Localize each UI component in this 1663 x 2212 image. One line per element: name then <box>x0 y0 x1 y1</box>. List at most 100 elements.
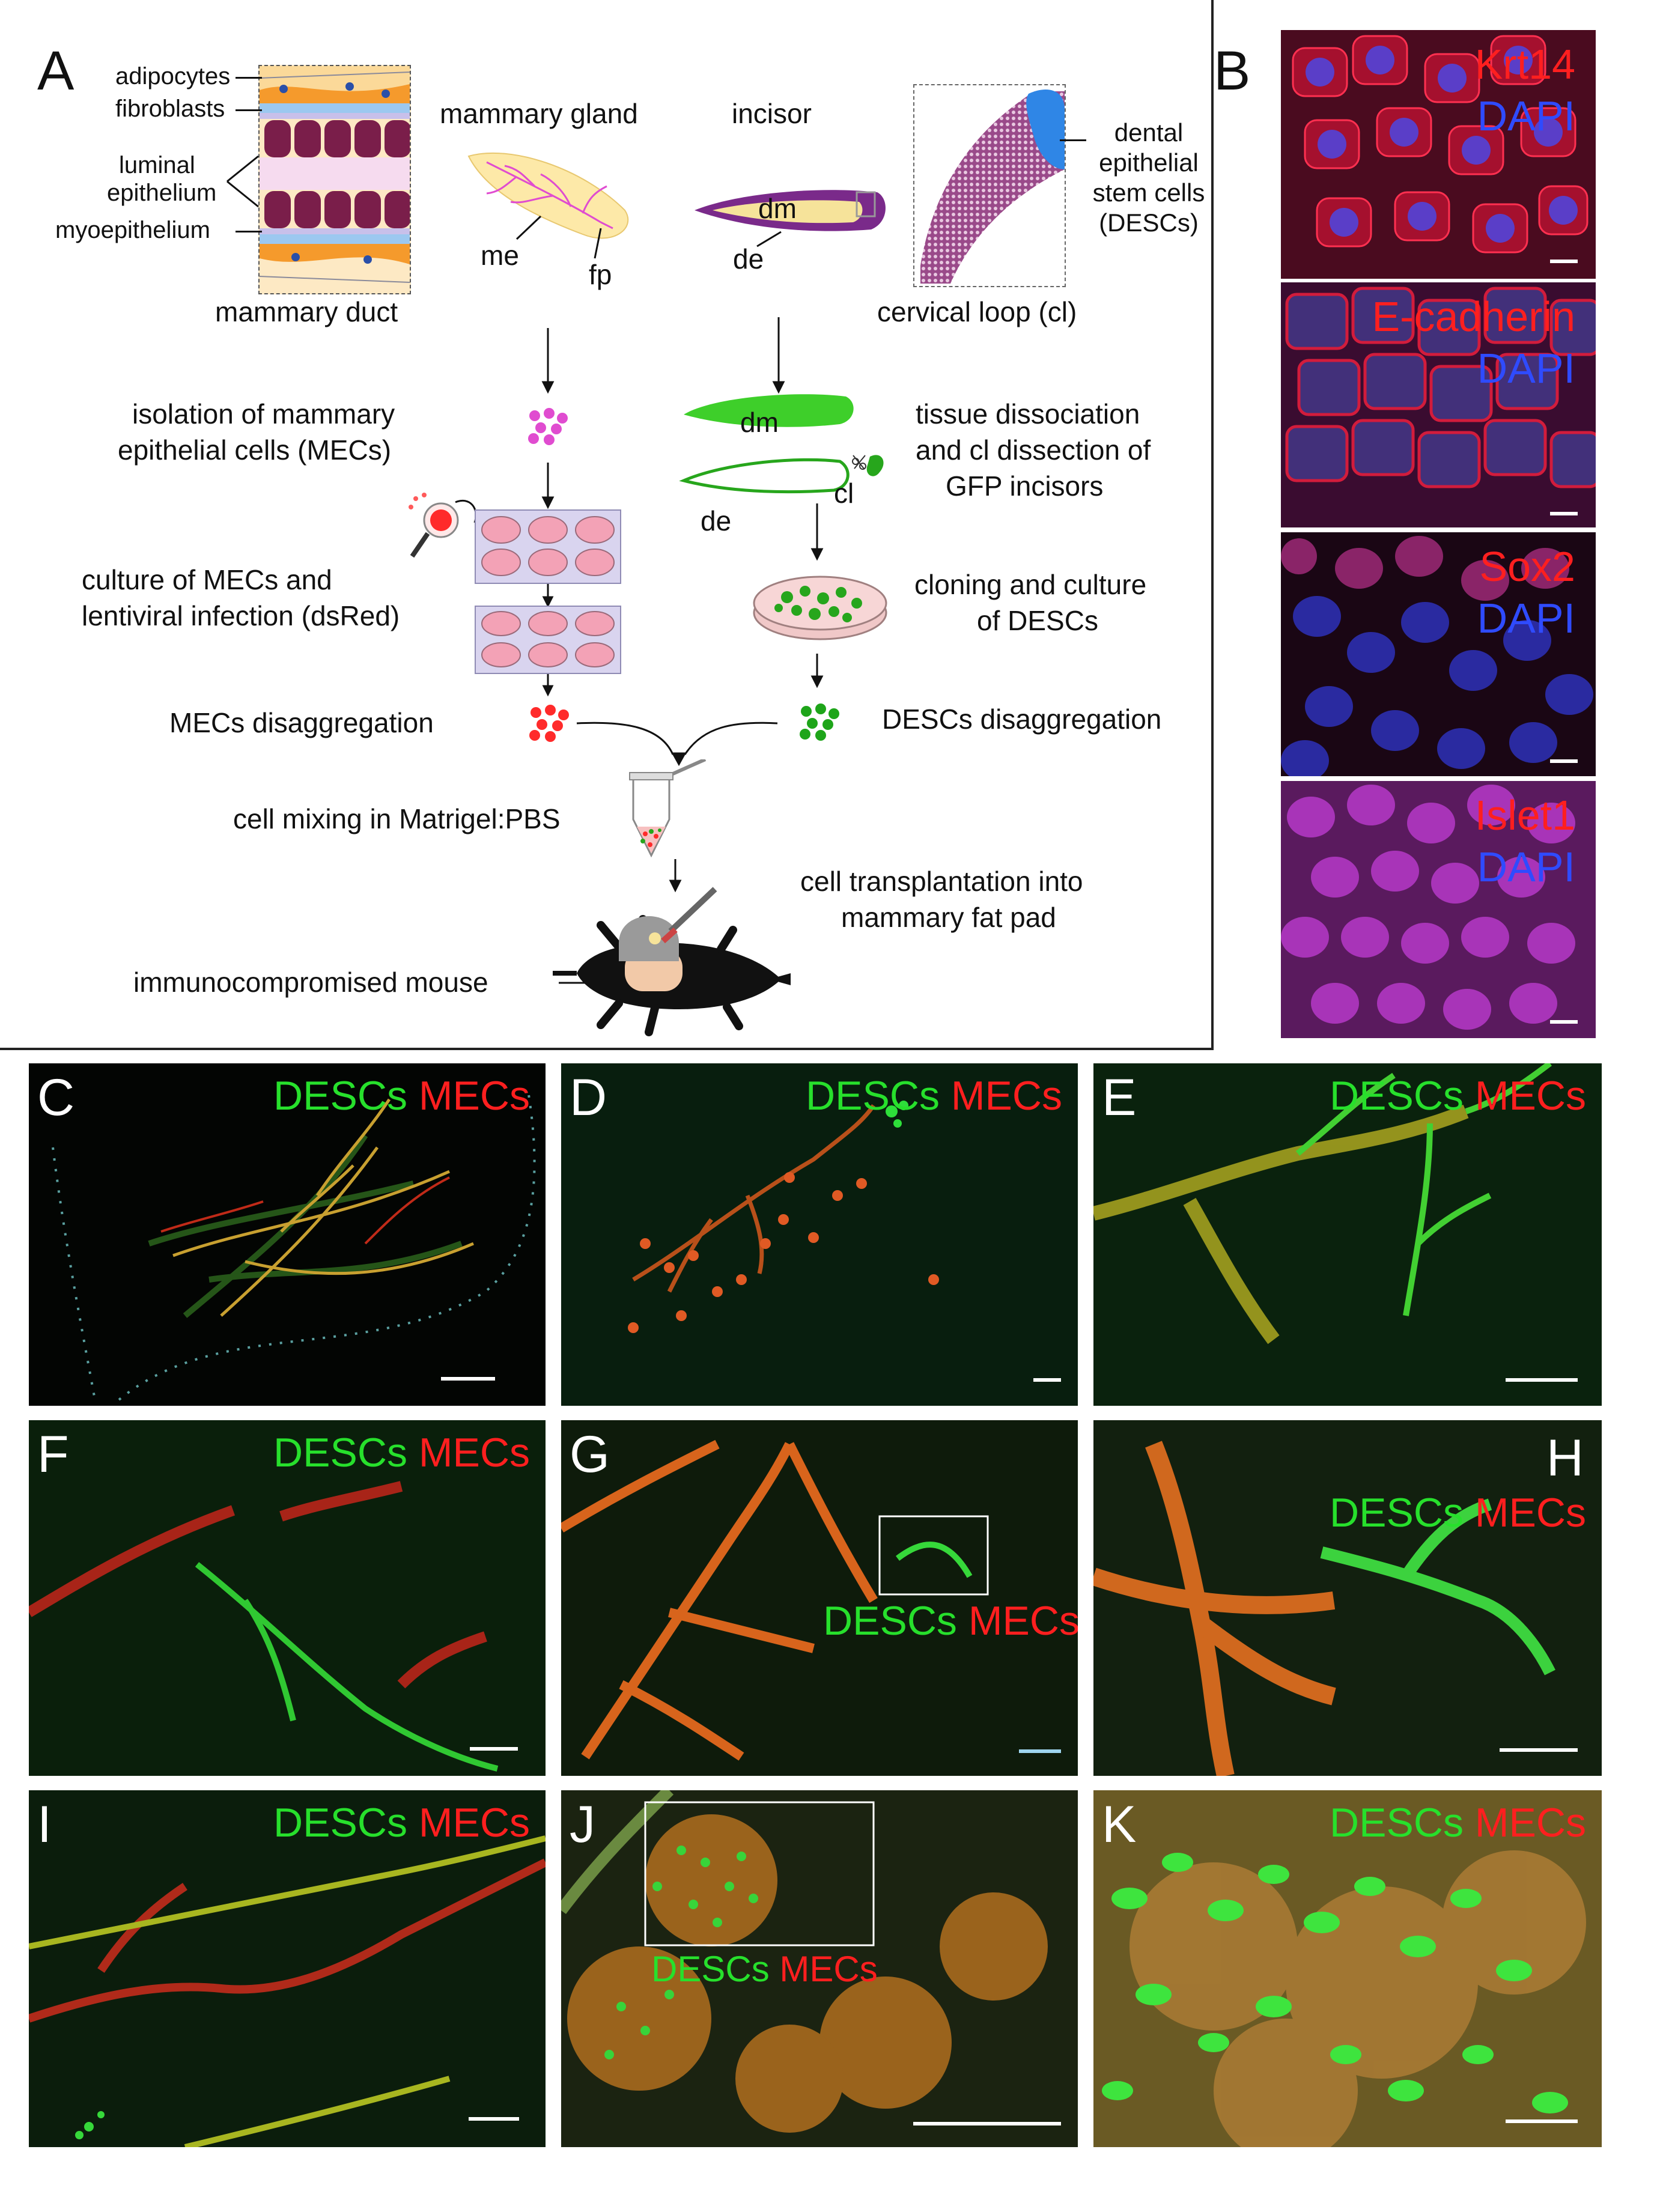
desc-cluster-green <box>800 703 839 741</box>
panel-i-scalebar <box>469 2117 519 2121</box>
panel-c-letter: C <box>37 1069 75 1126</box>
culture-plate-1 <box>475 509 621 584</box>
panel-e-mecs: MECs <box>1474 1073 1586 1119</box>
b-marker-krt14: Krt14 <box>1474 41 1575 88</box>
panel-k-letter: K <box>1102 1796 1137 1853</box>
panel-g-descs: DESCs <box>823 1598 957 1644</box>
label-desc-line1: dental <box>1114 118 1184 147</box>
cervical-loop-box <box>913 84 1066 287</box>
panel-a-right-border <box>1211 0 1214 1050</box>
pointer-me-fp <box>515 215 602 259</box>
cell-transplantation-line1: cell transplantation into <box>800 866 1083 897</box>
b-marker-ecadherin: E-cadherin <box>1372 293 1575 340</box>
panel-j-scalebar <box>913 2122 1061 2125</box>
culture-plate-2 <box>475 606 621 674</box>
label-mammary-gland: mammary gland <box>440 98 638 129</box>
b-counter-dapi-2: DAPI <box>1477 345 1575 392</box>
b-counter-dapi-3: DAPI <box>1477 595 1575 642</box>
cell-transplantation-line2: mammary fat pad <box>841 902 1056 933</box>
b-scalebar-1 <box>1550 260 1578 263</box>
pointer-de <box>756 231 782 248</box>
arrow-fibroblasts <box>236 109 262 111</box>
panel-k: K DESCs MECs <box>1093 1790 1602 2147</box>
panel-c: C DESCs MECs <box>29 1063 546 1406</box>
label-cl: cl <box>834 478 854 509</box>
flow-arrows <box>541 317 824 984</box>
cloning-line2: of DESCs <box>977 605 1098 636</box>
label-epithelium: epithelium <box>107 180 217 206</box>
panel-b-letter: B <box>1214 40 1251 102</box>
panel-d-mecs: MECs <box>950 1073 1062 1119</box>
panel-h: H DESCs MECs <box>1093 1420 1602 1776</box>
panel-f-mecs: MECs <box>418 1430 530 1475</box>
label-de-gfp: de <box>701 505 732 536</box>
culture-mecs-line1: culture of MECs and <box>82 564 332 595</box>
label-incisor: incisor <box>732 98 812 129</box>
culture-mecs-line2: lentiviral infection (dsRed) <box>82 600 400 631</box>
descs-disaggregation: DESCs disaggregation <box>882 703 1162 735</box>
panel-g-label: DESCs MECs <box>823 1600 1078 1641</box>
panel-a-bottom-border <box>0 1048 1214 1050</box>
panel-g-letter: G <box>570 1426 610 1483</box>
panel-j-label: DESCs MECs <box>651 1951 878 1987</box>
b-marker-islet1: Islet1 <box>1474 792 1575 839</box>
panel-d-label: DESCs MECs <box>806 1075 1062 1116</box>
panel-c-descs: DESCs <box>273 1073 407 1119</box>
panel-j-letter: J <box>570 1796 595 1853</box>
b-counter-dapi-1: DAPI <box>1477 93 1575 139</box>
panel-i-mecs: MECs <box>418 1800 530 1846</box>
panel-k-label: DESCs MECs <box>1330 1802 1586 1843</box>
mecs-disaggregation: MECs disaggregation <box>169 707 434 738</box>
cell-mixing: cell mixing in Matrigel:PBS <box>233 803 561 834</box>
dissociation-line1: tissue dissociation <box>916 398 1140 430</box>
panel-f-label: DESCs MECs <box>273 1432 530 1473</box>
label-adipocytes: adipocytes <box>115 63 231 90</box>
panel-d-letter: D <box>570 1069 607 1126</box>
panel-d: D DESCs MECs <box>561 1063 1078 1406</box>
label-desc-line3: stem cells <box>1092 178 1205 207</box>
panel-f-descs: DESCs <box>273 1430 407 1475</box>
b-scalebar-3 <box>1550 759 1578 763</box>
label-desc-line4: (DESCs) <box>1099 208 1199 237</box>
panel-b-sox2: Sox2 DAPI <box>1281 532 1596 776</box>
pointer-desc <box>1060 139 1086 141</box>
immunocompromised-mouse: immunocompromised mouse <box>133 967 488 998</box>
label-dm-gfp: dm <box>740 407 779 438</box>
label-myoepithelium: myoepithelium <box>55 217 210 243</box>
label-desc-line2: epithelial <box>1099 148 1199 177</box>
bracket-luminal <box>226 155 259 208</box>
panel-k-descs: DESCs <box>1330 1800 1464 1846</box>
panel-b-krt14: Krt14 DAPI <box>1281 30 1596 279</box>
label-luminal: luminal <box>119 152 195 178</box>
label-dm: dm <box>758 193 797 224</box>
panel-e-label: DESCs MECs <box>1330 1075 1586 1116</box>
cloning-line1: cloning and culture <box>914 569 1147 600</box>
panel-c-label: DESCs MECs <box>273 1075 530 1116</box>
panel-h-letter: H <box>1546 1429 1584 1487</box>
b-scalebar-4 <box>1550 1020 1578 1024</box>
panel-i-letter: I <box>37 1796 52 1853</box>
panel-j-descs: DESCs <box>651 1949 770 1989</box>
panel-j-mecs: MECs <box>779 1949 878 1989</box>
panel-f: F DESCs MECs <box>29 1420 546 1776</box>
mec-cluster-red <box>529 705 569 742</box>
panel-a: A <box>0 0 1220 1051</box>
label-fibroblasts: fibroblasts <box>115 96 225 122</box>
arrow-adipocytes <box>236 77 262 79</box>
isolation-line1: isolation of mammary <box>132 398 395 430</box>
panel-h-label: DESCs MECs <box>1330 1492 1586 1533</box>
panel-e-letter: E <box>1102 1069 1137 1126</box>
dissociation-line3: GFP incisors <box>946 470 1104 502</box>
panel-c-mecs: MECs <box>418 1073 530 1119</box>
panel-e: E DESCs MECs <box>1093 1063 1602 1406</box>
panel-b-ecadherin: E-cadherin DAPI <box>1281 282 1596 527</box>
mouse-illustration <box>553 887 791 1036</box>
panel-a-letter: A <box>37 40 74 102</box>
desc-culture-dish <box>753 576 887 640</box>
panel-j: J DESCs MECs <box>561 1790 1078 2147</box>
matrigel-tube <box>629 759 707 858</box>
dissociation-line2: and cl dissection of <box>916 434 1151 466</box>
arrow-myoepithelium <box>236 231 262 232</box>
mammary-gland-illustration <box>467 152 629 239</box>
b-scalebar-2 <box>1550 512 1578 515</box>
